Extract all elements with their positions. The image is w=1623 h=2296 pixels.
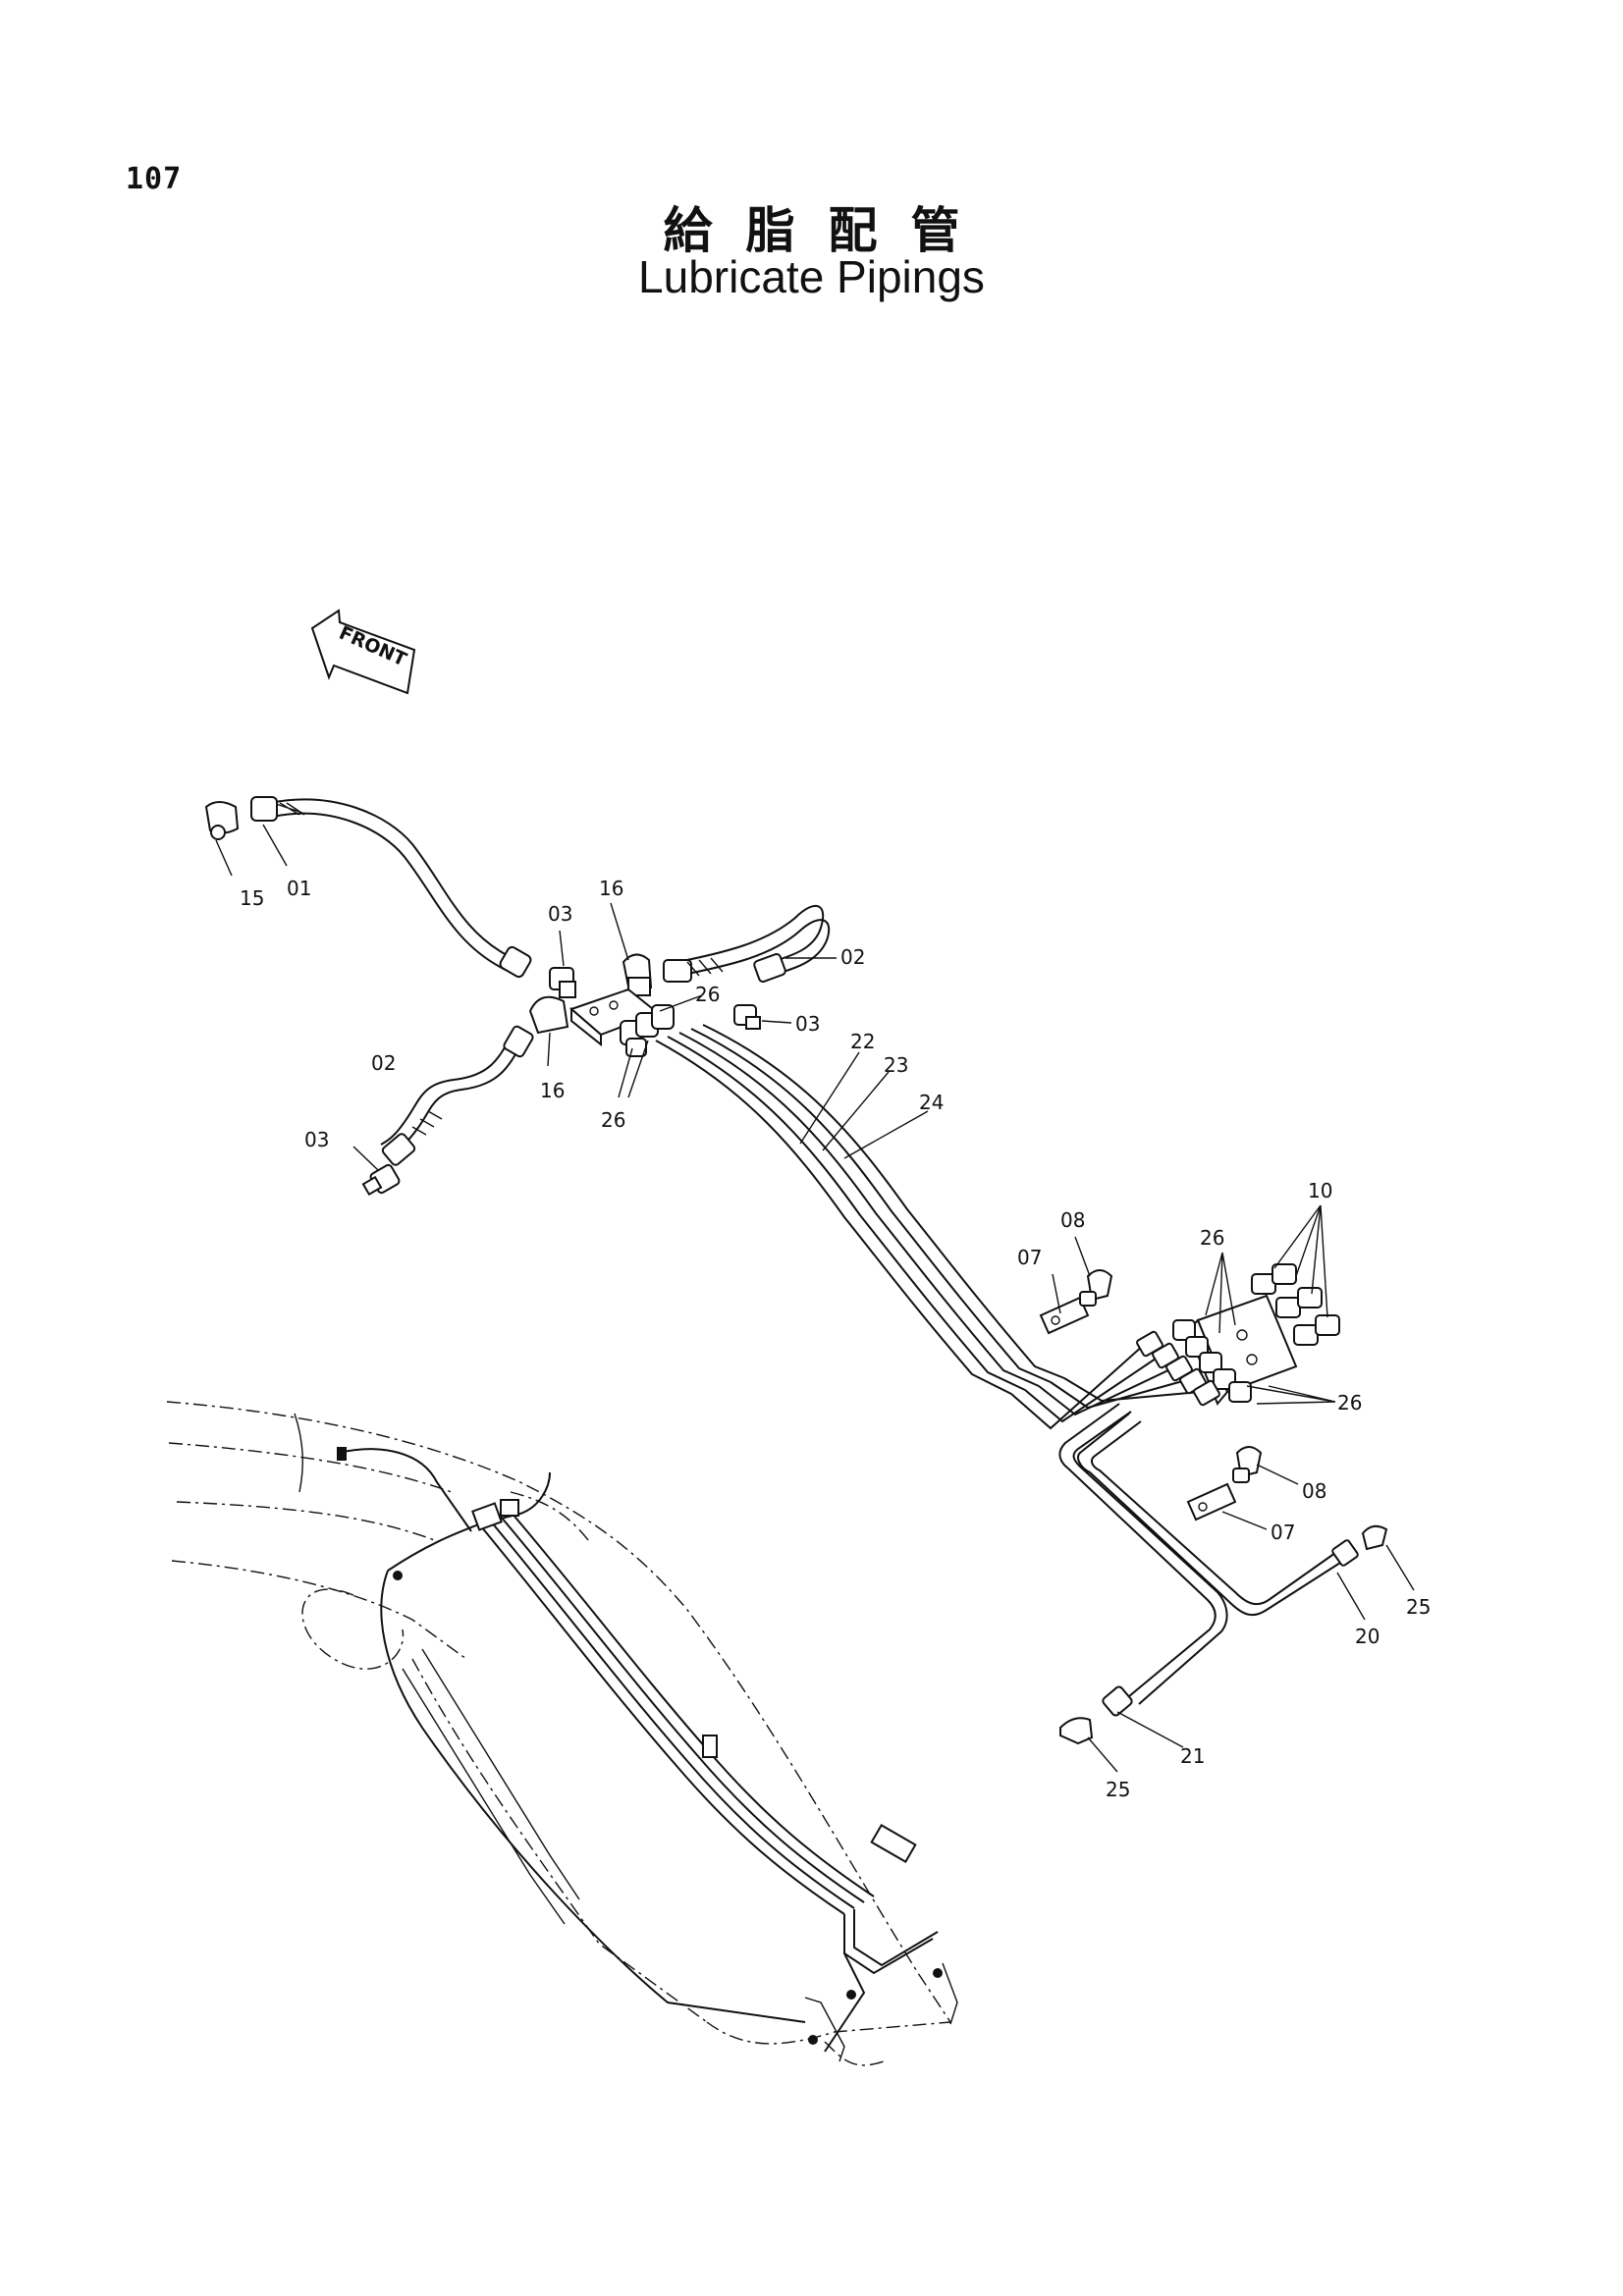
front-arrow-icon: FRONT — [310, 609, 416, 695]
callout-21: 21 — [1180, 1744, 1205, 1768]
pipes-to-manifold — [1010, 1330, 1220, 1430]
front-arrow-label: FRONT — [336, 622, 409, 671]
callout-26-upper: 26 — [695, 983, 720, 1006]
fittings-10-cluster — [1251, 1263, 1340, 1346]
leader-lines — [215, 824, 1415, 1773]
page-title-japanese: 給脂配管 — [663, 202, 994, 259]
clamp-07-upper — [1039, 1296, 1090, 1335]
callout-24: 24 — [919, 1091, 944, 1114]
callout-25-lower: 25 — [1106, 1778, 1130, 1801]
clamp-07-lower — [1186, 1482, 1237, 1522]
page-number: 107 — [126, 162, 183, 196]
callout-26-manifold-top: 26 — [1200, 1226, 1224, 1250]
callout-07-lower: 07 — [1271, 1521, 1295, 1544]
hose-01 — [204, 796, 532, 979]
callout-20: 20 — [1355, 1625, 1380, 1648]
boom-piping — [337, 1447, 943, 2053]
boom-outline — [166, 1401, 958, 2066]
callout-08-lower: 08 — [1302, 1479, 1326, 1503]
fitting-03-lower — [361, 1163, 401, 1197]
hose-02-upper — [663, 904, 831, 983]
pipe-21 — [1058, 1403, 1228, 1717]
callout-16-upper: 16 — [599, 877, 623, 900]
distribution-block-upper — [569, 988, 660, 1047]
callout-08-upper: 08 — [1060, 1208, 1085, 1232]
callout-22: 22 — [850, 1030, 875, 1053]
callout-07-upper: 07 — [1017, 1246, 1042, 1269]
fitting-25-lower — [1059, 1717, 1094, 1745]
elbow-16-lower — [528, 995, 569, 1035]
callout-02-upper: 02 — [840, 945, 865, 969]
callout-02-lower: 02 — [371, 1051, 396, 1075]
callout-03-right: 03 — [795, 1012, 820, 1036]
callout-01: 01 — [287, 877, 311, 900]
pipes-22-23-24 — [655, 1024, 1065, 1395]
callout-26-manifold-right: 26 — [1337, 1391, 1362, 1415]
fitting-03-right — [733, 1004, 761, 1030]
callout-26-lower: 26 — [601, 1108, 625, 1132]
hose-02-lower — [380, 1025, 534, 1166]
callout-03-upper: 03 — [548, 902, 572, 926]
pipe-20 — [1077, 1413, 1359, 1617]
fittings-26-cluster-right — [1172, 1319, 1252, 1403]
callout-15: 15 — [240, 886, 264, 910]
elbow-16-upper — [622, 953, 653, 996]
callout-labels: 15 01 03 16 02 26 03 16 02 03 26 22 23 2… — [240, 877, 1431, 1801]
fitting-25-right — [1361, 1524, 1388, 1551]
callout-25-right: 25 — [1406, 1595, 1431, 1619]
fitting-03-upper — [549, 967, 576, 998]
grease-fitting-08-lower — [1232, 1446, 1263, 1483]
callout-10: 10 — [1308, 1179, 1332, 1202]
page-title-english: Lubricate Pipings — [638, 251, 985, 302]
callout-16-lower: 16 — [540, 1079, 565, 1102]
callout-23: 23 — [884, 1053, 908, 1077]
callout-03-lower: 03 — [304, 1128, 329, 1151]
grease-fitting-08-upper — [1079, 1269, 1113, 1307]
